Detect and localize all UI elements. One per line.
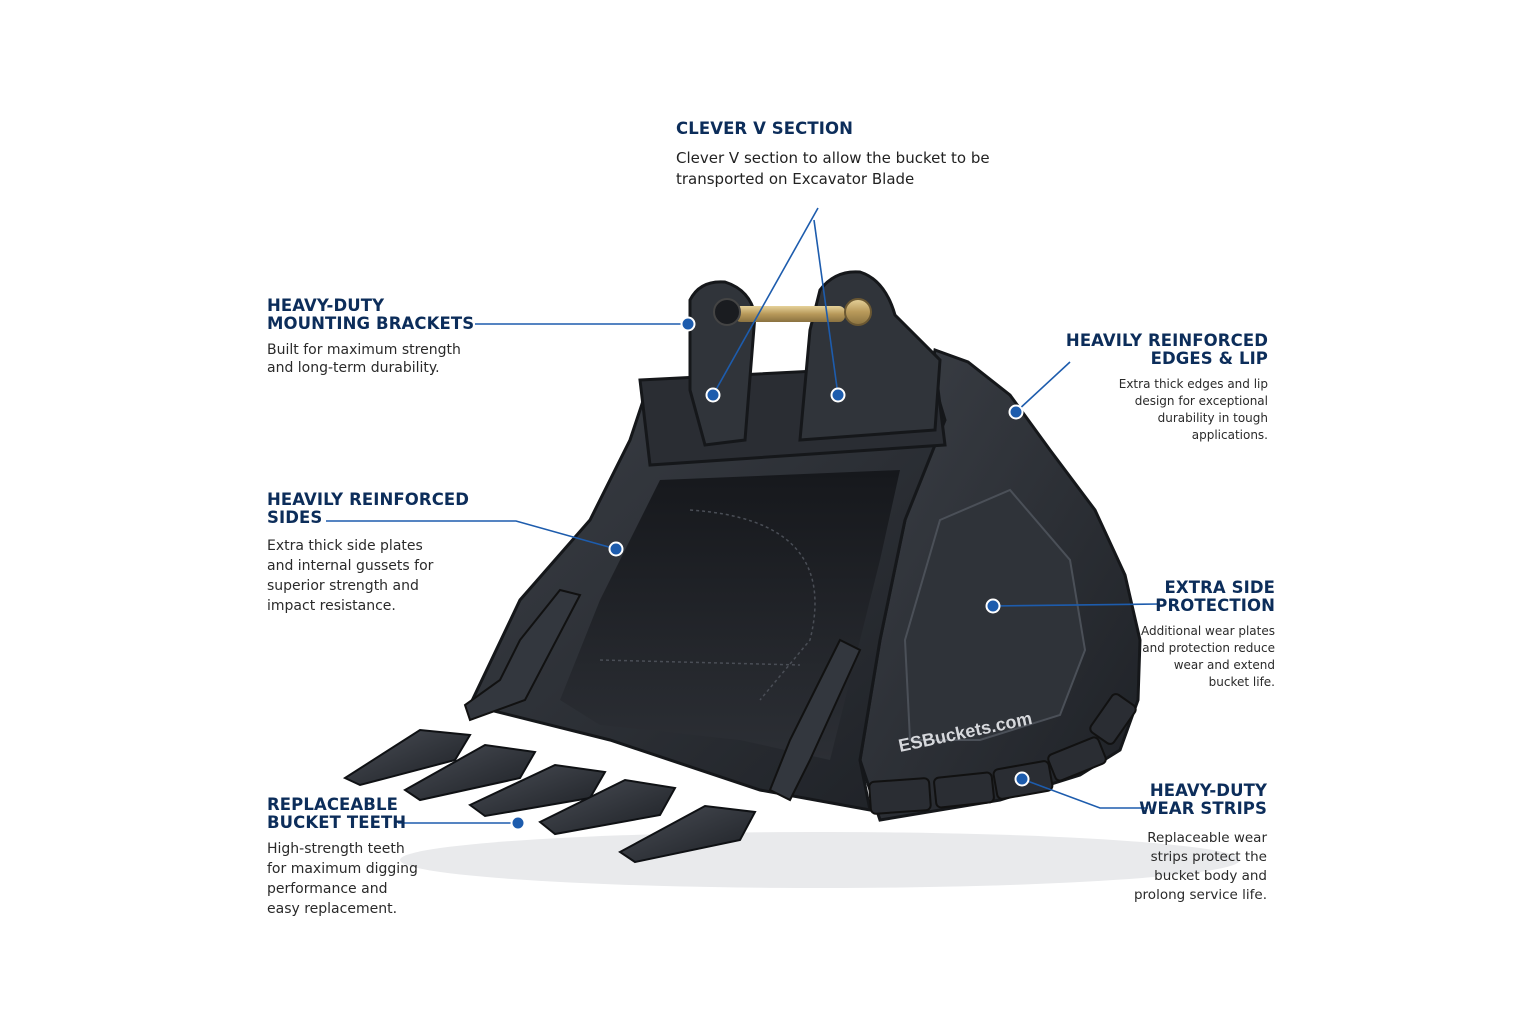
callout-side-protection: EXTRA SIDE PROTECTION Additional wear pl… [1100,579,1275,691]
edges-title-line: HEAVILY REINFORCED [1065,331,1268,350]
bottom-wear-strips [868,693,1137,815]
side-protection-leader [992,603,1161,607]
sides-desc-line: Extra thick side plates [267,538,423,554]
edges-desc-line: durability in tough [1157,411,1268,425]
front-wear-strips [768,638,862,802]
sides-marker [608,541,624,557]
teeth-title-line: REPLACEABLE [267,795,398,814]
edges-desc-line: applications. [1191,428,1268,442]
side-wear-plate [903,488,1087,741]
callout-edges-lip: HEAVILY REINFORCED EDGES & LIP Extra thi… [1060,332,1268,444]
mounting-marker [680,316,696,332]
side-protection-desc-line: wear and extend [1173,658,1275,672]
bracket-pin [735,306,845,322]
mounting-title-line: MOUNTING BRACKETS [267,314,475,333]
edges-desc-line: design for exceptional [1134,394,1268,408]
side-protection-desc-line: Additional wear plates [1141,624,1275,638]
left-wear-strips [463,588,582,722]
edges-title-line: EDGES & LIP [1150,349,1268,368]
callout-clever-v: CLEVER V SECTION Clever V section to all… [676,120,1036,190]
sides-title: HEAVILY REINFORCED SIDES [267,491,487,527]
cavity-weld-curve [689,509,816,701]
sides-title-line: HEAVILY REINFORCED [267,490,470,509]
sides-desc-line: superior strength and [267,578,419,594]
teeth-desc-line: performance and [267,881,388,897]
mounting-desc-line: Built for maximum strength [267,342,461,358]
side-protection-title: EXTRA SIDE PROTECTION [1100,579,1275,615]
mounting-title-line: HEAVY-DUTY [267,296,385,315]
wear-strips-leader [1021,778,1148,809]
side-protection-desc-line: bucket life. [1208,675,1275,689]
wear-strips-title: HEAVY-DUTY WEAR STRIPS [1100,782,1267,818]
ground-shadow [400,832,1240,888]
wear-strips-description: Replaceable wear strips protect the buck… [1100,829,1267,905]
mounting-desc-line: and long-term durability. [267,360,440,376]
wear-strips-title-line: WEAR STRIPS [1139,799,1267,818]
teeth-marker [510,815,526,831]
sides-desc-line: impact resistance. [267,598,396,614]
teeth-desc-line: High-strength teeth [267,841,405,857]
clever-v-desc-line: Clever V section to allow the bucket to … [676,149,990,167]
edges-marker [1008,404,1024,420]
sides-desc-line: and internal gussets for [267,558,434,574]
clever-v-marker-right [830,387,846,403]
callout-wear-strips: HEAVY-DUTY WEAR STRIPS Replaceable wear … [1100,782,1267,905]
callout-reinforced-sides: HEAVILY REINFORCED SIDES Extra thick sid… [267,491,487,616]
bucket-cavity [560,470,900,760]
mounting-title: HEAVY-DUTY MOUNTING BRACKETS [267,297,487,333]
bucket-teeth [342,728,757,864]
side-protection-description: Additional wear plates and protection re… [1100,623,1275,691]
clever-v-marker-left [705,387,721,403]
side-protection-title-line: EXTRA SIDE [1164,578,1275,597]
teeth-description: High-strength teeth for maximum digging … [267,839,467,919]
callout-mounting-brackets: HEAVY-DUTY MOUNTING BRACKETS Built for m… [267,297,487,377]
edges-desc-line: Extra thick edges and lip [1118,377,1268,391]
wear-strips-desc-line: Replaceable wear [1147,830,1267,846]
edges-title: HEAVILY REINFORCED EDGES & LIP [1060,332,1268,368]
pin-head [844,298,872,326]
edges-leader [1015,361,1071,413]
teeth-title: REPLACEABLE BUCKET TEETH [267,796,467,832]
wear-strips-title-line: HEAVY-DUTY [1149,781,1267,800]
clever-v-description: Clever V section to allow the bucket to … [676,148,1036,190]
side-protection-title-line: PROTECTION [1155,596,1275,615]
wear-strips-marker [1014,771,1030,787]
sides-title-line: SIDES [267,508,323,527]
wear-strips-desc-line: strips protect the [1150,849,1267,865]
teeth-desc-line: for maximum digging [267,861,418,877]
side-protection-marker [985,598,1001,614]
clever-v-title-line: CLEVER V SECTION [676,119,853,138]
side-protection-desc-line: and protection reduce [1142,641,1275,655]
clever-v-leader-right [813,219,839,396]
sides-leader [326,520,617,550]
wear-strips-desc-line: bucket body and [1154,868,1267,884]
teeth-desc-line: easy replacement. [267,901,398,917]
edges-description: Extra thick edges and lip design for exc… [1060,376,1268,444]
clever-v-title: CLEVER V SECTION [676,120,1036,138]
sides-description: Extra thick side plates and internal gus… [267,536,487,616]
clever-v-leader-left [712,207,819,396]
wear-strips-desc-line: prolong service life. [1133,887,1267,903]
clever-v-desc-line: transported on Excavator Blade [676,170,915,188]
callout-bucket-teeth: REPLACEABLE BUCKET TEETH High-strength t… [267,796,467,919]
mounting-description: Built for maximum strength and long-term… [267,341,487,377]
pin-bore [713,298,741,326]
teeth-title-line: BUCKET TEETH [267,813,407,832]
